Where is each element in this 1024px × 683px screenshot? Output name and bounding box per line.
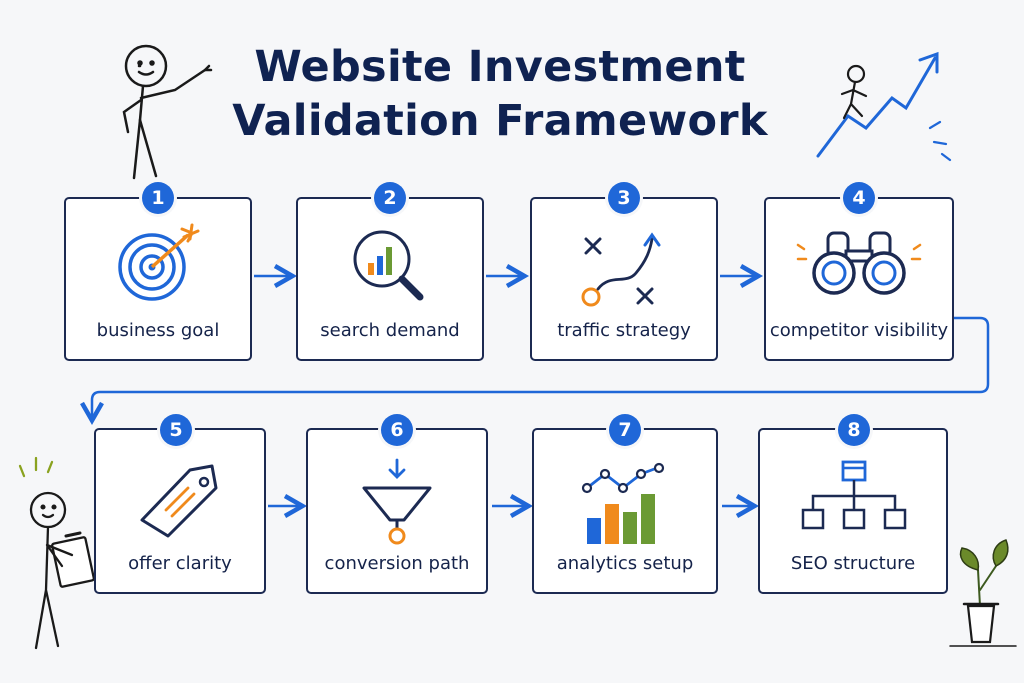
magnifier-bar-chart-icon <box>344 221 436 311</box>
step-card-1: business goal <box>64 197 252 361</box>
step-card-3: traffic strategy <box>530 197 718 361</box>
binoculars-icon <box>794 221 924 305</box>
step-number-badge-7: 7 <box>609 414 641 446</box>
step-label-1: business goal <box>96 320 220 341</box>
step-number-badge-1: 1 <box>142 182 174 214</box>
step-label-5: offer clarity <box>128 553 232 574</box>
step-number-badge-8: 8 <box>838 414 870 446</box>
step-number-badge-2: 2 <box>374 182 406 214</box>
step-label-7: analytics setup <box>556 553 694 574</box>
analytics-chart-icon <box>575 460 675 550</box>
arrow-4-5 <box>80 316 990 426</box>
step-card-5: offer clarity <box>94 428 266 594</box>
funnel-icon <box>354 456 440 552</box>
step-label-3: traffic strategy <box>557 320 691 341</box>
step-number-badge-5: 5 <box>160 414 192 446</box>
title-line-1: Website Investment <box>254 42 746 92</box>
step-card-4: competitor visibility <box>764 197 954 361</box>
potted-plant-illustration <box>949 539 1017 647</box>
title-line-2: Validation Framework <box>232 96 768 146</box>
stick-figure-pointing-illustration <box>122 44 213 180</box>
step-number-badge-6: 6 <box>381 414 413 446</box>
price-tag-icon <box>132 460 228 546</box>
step-number-badge-4: 4 <box>843 182 875 214</box>
diagram-title: Website Investment Validation Framework <box>200 40 800 148</box>
step-number-badge-3: 3 <box>608 182 640 214</box>
target-arrow-icon <box>112 221 204 307</box>
play-diagram-icon <box>574 221 674 313</box>
step-label-6: conversion path <box>324 553 470 574</box>
step-card-7: analytics setup <box>532 428 718 594</box>
step-card-8: SEO structure <box>758 428 948 594</box>
step-label-2: search demand <box>320 320 460 341</box>
sitemap-icon <box>793 458 913 548</box>
step-card-2: search demand <box>296 197 484 361</box>
stick-figure-clipboard-illustration <box>18 456 95 650</box>
step-label-4: competitor visibility <box>769 320 949 341</box>
step-card-6: conversion path <box>306 428 488 594</box>
step-label-8: SEO structure <box>790 553 916 574</box>
growth-arrow-illustration <box>816 51 952 162</box>
